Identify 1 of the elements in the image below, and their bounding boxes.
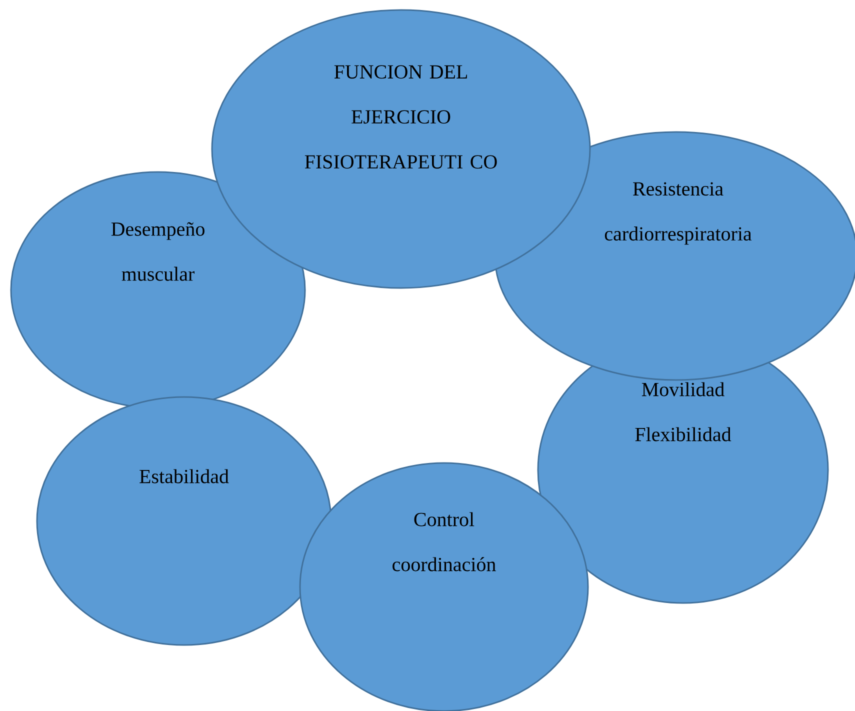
node-label: Resistencia cardiorrespiratoria [604,182,752,245]
